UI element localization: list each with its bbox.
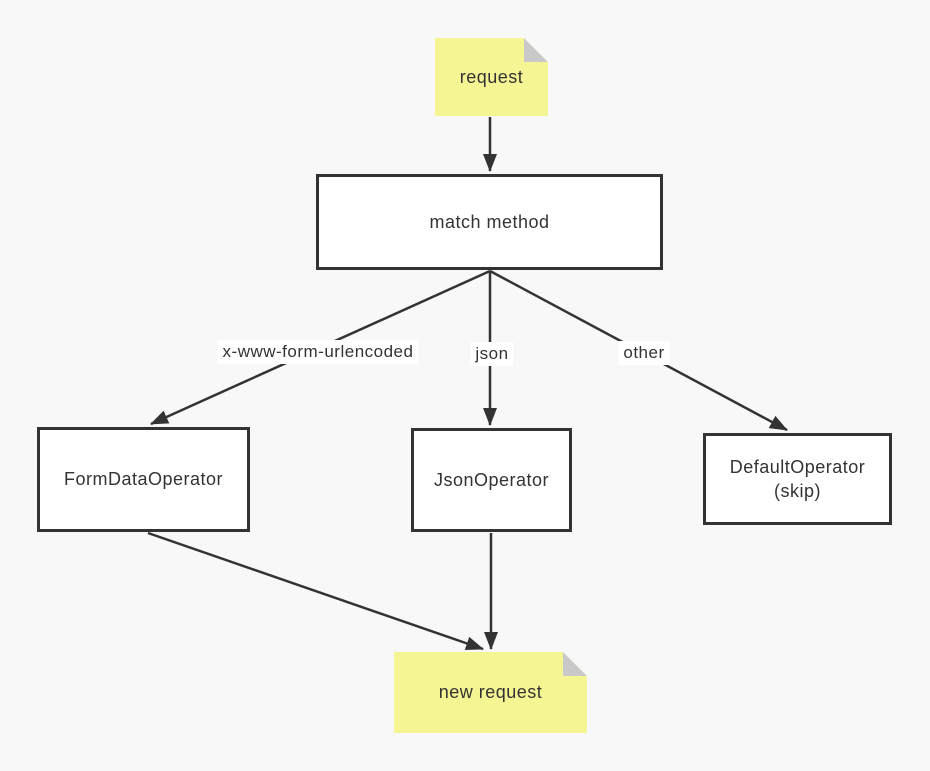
- node-formdataoperator: FormDataOperator: [37, 427, 250, 532]
- node-defaultoperator: DefaultOperator (skip): [703, 433, 892, 525]
- node-new-request-label: new request: [438, 682, 543, 703]
- node-jsonoperator-label: JsonOperator: [433, 469, 550, 490]
- node-request-label: request: [459, 66, 524, 87]
- node-jsonoperator: JsonOperator: [411, 428, 572, 532]
- node-request: request: [435, 38, 548, 116]
- node-new-request: new request: [394, 652, 587, 733]
- node-match-method: match method: [316, 174, 663, 270]
- node-match-method-label: match method: [429, 211, 550, 232]
- node-defaultoperator-label: DefaultOperator (skip): [730, 455, 866, 504]
- node-formdataoperator-label: FormDataOperator: [63, 469, 224, 490]
- node-defaultoperator-line2: (skip): [773, 481, 821, 501]
- edge-label-json: json: [470, 342, 514, 366]
- edge-label-other: other: [618, 341, 670, 365]
- node-defaultoperator-line1: DefaultOperator: [729, 456, 866, 477]
- edge-label-x-www-form-urlencoded: x-www-form-urlencoded: [217, 340, 419, 364]
- edge-formdataoperator-to-new-request: [147, 531, 484, 651]
